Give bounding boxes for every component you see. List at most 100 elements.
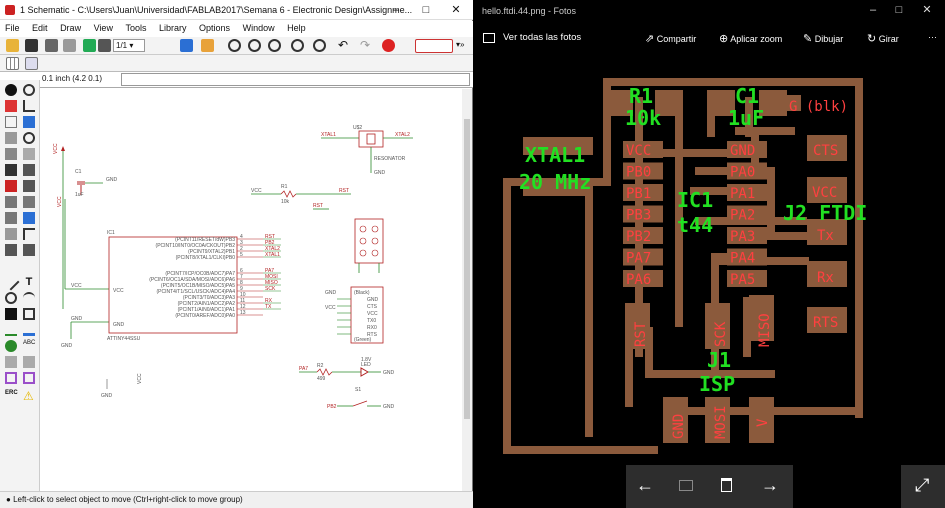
rotate-icon[interactable] [23, 132, 35, 144]
stop-icon[interactable] [382, 39, 395, 52]
ic1-chip[interactable]: IC1 ATTINY44SSU VCC GND (PCINT11/RESET/d… [107, 230, 281, 342]
design-link-icon[interactable] [415, 39, 453, 53]
menu-edit[interactable]: Edit [32, 23, 48, 33]
invoke-icon[interactable] [23, 228, 35, 240]
close-button[interactable]: ✕ [451, 4, 461, 16]
paste-icon[interactable] [23, 148, 35, 160]
zoom-redraw-icon[interactable] [313, 39, 326, 52]
circle-icon[interactable] [5, 292, 17, 304]
cam-icon[interactable] [63, 39, 76, 52]
attribute-icon[interactable] [5, 356, 17, 368]
script-icon[interactable] [180, 39, 193, 52]
warning-icon[interactable]: ⚠ [23, 389, 34, 403]
dimension-icon[interactable] [23, 356, 35, 368]
next-arrow-icon[interactable]: → [761, 475, 779, 495]
text-icon[interactable]: T [25, 276, 33, 288]
mirror-icon[interactable] [5, 132, 17, 144]
info-icon[interactable] [5, 84, 17, 96]
run-ulp-icon[interactable] [201, 39, 214, 52]
menu-view[interactable]: View [93, 23, 113, 33]
miter-icon[interactable] [5, 228, 17, 240]
isp-header[interactable] [354, 218, 384, 273]
mark-icon[interactable] [23, 100, 35, 112]
split-icon[interactable] [5, 212, 17, 224]
frame-icon[interactable] [5, 372, 17, 384]
wrench-icon[interactable] [23, 164, 35, 176]
menu-window[interactable]: Window [242, 23, 275, 33]
arc-icon[interactable] [23, 292, 35, 304]
rect-icon[interactable] [5, 308, 17, 320]
vertical-scrollbar[interactable] [462, 89, 472, 491]
menu-library[interactable]: Library [159, 23, 187, 33]
page-icon[interactable] [98, 39, 111, 52]
photos-maximize-button[interactable]: □ [895, 4, 903, 16]
gate-icon[interactable] [5, 196, 17, 208]
switch-s1[interactable]: PB2 S1 GND [327, 387, 395, 410]
print-icon[interactable] [45, 39, 58, 52]
module-icon[interactable] [23, 372, 35, 384]
photos-minimize-button[interactable]: – [869, 4, 877, 16]
select-icon[interactable] [23, 116, 35, 128]
menu-help[interactable]: Help [287, 23, 306, 33]
c1-capacitor[interactable]: VCC C1 1uF GND [53, 143, 118, 309]
net-icon[interactable] [5, 324, 17, 336]
move-icon[interactable] [5, 116, 17, 128]
delete-photo-icon[interactable] [721, 478, 732, 492]
zoom-out-icon[interactable] [268, 39, 281, 52]
line-icon[interactable] [2, 273, 20, 291]
r1-resistor[interactable]: VCC R1 10k RST RST [251, 184, 351, 210]
toolbar-more-icon[interactable]: ▾» [456, 40, 465, 49]
ftdi-pin-label: VCC [367, 311, 378, 317]
add-part-icon[interactable] [5, 180, 17, 192]
delete-icon[interactable] [5, 164, 17, 176]
board-icon[interactable] [83, 39, 96, 52]
resonator[interactable]: XTAL1 U$2 RESONATOR XTAL2 GND [321, 125, 413, 176]
redo-icon[interactable]: ↷ [360, 38, 371, 52]
schematic-canvas[interactable]: VCC C1 1uF GND VCC VCC GND GND [41, 89, 462, 491]
maximize-button[interactable]: □ [422, 4, 430, 16]
undo-icon[interactable]: ↶ [338, 38, 349, 52]
minimize-button[interactable]: – [392, 4, 400, 16]
zoom-select-icon[interactable] [291, 39, 304, 52]
menu-file[interactable]: File [5, 23, 20, 33]
vcc-net[interactable]: VCC VCC GND GND [57, 196, 109, 349]
optimize-icon[interactable] [5, 244, 17, 256]
draw-button[interactable]: ✎ Dibujar [803, 32, 843, 45]
more-button[interactable]: ··· [928, 32, 937, 42]
menu-options[interactable]: Options [199, 23, 231, 33]
polygon-icon[interactable] [23, 308, 35, 320]
previous-arrow-icon[interactable]: ← [636, 475, 654, 495]
replace-icon[interactable] [23, 180, 35, 192]
view-all-button[interactable]: Ver todas las fotos [483, 32, 581, 43]
open-icon[interactable] [6, 39, 19, 52]
led-circuit[interactable]: PA7 R2 499 1.8V LED GND [299, 357, 395, 382]
change-icon[interactable] [23, 196, 35, 208]
scroll-thumb[interactable] [464, 119, 470, 419]
gnd-symbol-extra[interactable]: GND VCC [101, 373, 143, 399]
junction-icon[interactable] [5, 340, 17, 352]
copy-icon[interactable] [5, 148, 17, 160]
command-input[interactable] [121, 73, 470, 86]
save-icon[interactable] [25, 39, 38, 52]
film-strip-icon[interactable] [679, 480, 693, 491]
grid-icon[interactable] [6, 57, 19, 70]
bus-icon[interactable] [23, 324, 35, 336]
share-button[interactable]: ⇗ Compartir [645, 32, 696, 45]
rotate-button[interactable]: ↻ Girar [867, 32, 899, 45]
label-icon[interactable]: ABC [23, 340, 36, 346]
show-icon[interactable] [23, 84, 35, 96]
display-icon[interactable] [5, 100, 17, 112]
menu-tools[interactable]: Tools [125, 23, 147, 33]
zoom-in-icon[interactable] [248, 39, 261, 52]
photos-close-button[interactable]: ✕ [922, 4, 932, 16]
layer-icon[interactable] [25, 57, 38, 70]
zoom-fit-icon[interactable] [228, 39, 241, 52]
menu-draw[interactable]: Draw [60, 23, 82, 33]
zoom-button[interactable]: ⊕ Aplicar zoom [719, 32, 782, 45]
sheet-select[interactable]: 1/1 ▾ [113, 39, 145, 52]
fullscreen-button[interactable]: ⤢ [901, 465, 945, 508]
group-icon[interactable] [23, 212, 35, 224]
erc-icon[interactable]: ERC [5, 390, 18, 396]
smash-icon[interactable] [23, 244, 35, 256]
